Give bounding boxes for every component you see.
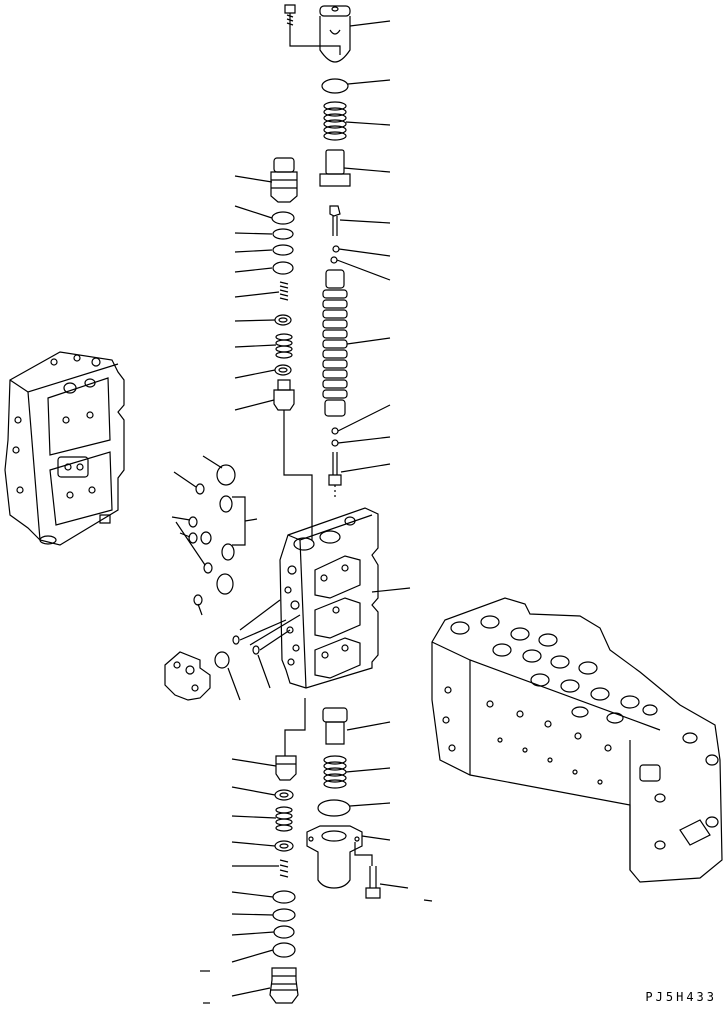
spring-left-small [280,282,288,300]
o-ring-top [322,79,348,93]
bottom-bolt [355,842,380,898]
ball-lower [332,428,338,446]
valve-body [240,508,378,688]
spring-bottom [324,756,346,788]
drawing-code-label: PJ5H433 [645,990,717,1004]
body-leader [372,588,410,592]
plug-left-top [271,158,297,202]
spring-left-mid [276,334,292,358]
small-block [165,652,210,700]
pin-top [330,206,340,236]
pin-lower [329,452,341,500]
bottom-cap [307,826,362,888]
poppet-bottom-left [276,698,305,780]
left-valve-assembly [5,352,124,545]
seat-left [275,365,291,375]
right-valve-assembly [432,598,722,882]
seal-group [172,456,257,615]
o-ring-bottom [318,800,350,816]
pins-mid [215,620,290,700]
retainer-top [320,150,350,186]
plug-bottom [270,968,298,1003]
retainer-bottom [323,708,347,744]
poppet-left [274,380,312,540]
leaders-right [337,21,432,901]
leaders-left [200,176,279,1003]
spool [323,270,347,416]
washer-left [275,315,291,325]
rings-bottom-left [273,790,295,957]
spring-top [324,102,346,140]
top-cap [320,6,350,62]
o-rings-left [272,212,294,274]
top-bolt [285,5,340,55]
